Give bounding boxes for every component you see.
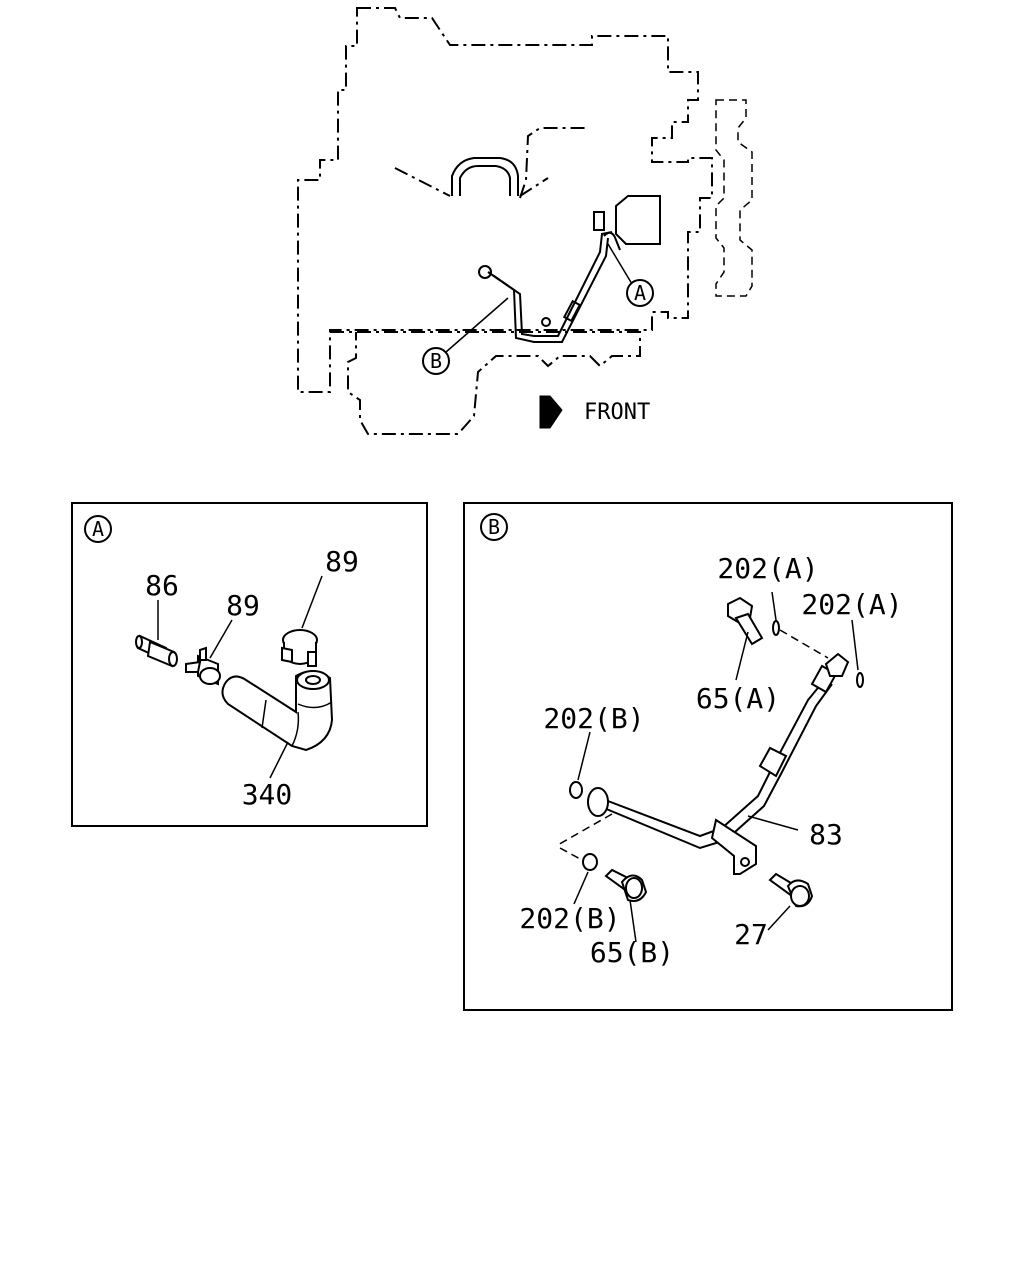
label-65a: 65(A) <box>696 682 780 715</box>
leader-202b-top <box>577 731 591 781</box>
intake-detail <box>394 167 451 197</box>
part-65b-eye-bolt <box>604 868 648 902</box>
callout-b-leader <box>445 297 509 353</box>
label-86: 86 <box>145 569 179 602</box>
overview-pipe-eye <box>478 265 492 279</box>
leader-202a-right <box>851 619 859 671</box>
label-65b: 65(B) <box>590 936 674 969</box>
overview-sleeve <box>562 299 582 323</box>
intake-detail-right <box>519 177 549 197</box>
part-89-clip-left <box>185 646 221 686</box>
overview-pipe <box>493 231 613 337</box>
callout-a-circle <box>626 279 654 307</box>
overview-clip <box>541 317 551 327</box>
rocker-cover <box>451 157 519 196</box>
oil-pan-outline <box>330 331 641 435</box>
cylinder-head-detail <box>519 127 585 199</box>
part-202b-washer-bottom <box>582 853 598 871</box>
leader-89-right <box>301 575 323 629</box>
part-27-bolt <box>768 872 814 908</box>
leader-202b-bottom <box>573 871 589 905</box>
detail-a-header-circle <box>84 515 112 543</box>
part-202a-washer-right <box>856 672 864 688</box>
label-202a-top: 202(A) <box>717 552 818 585</box>
part-202a-washer-top <box>772 620 780 636</box>
label-89-left: 89 <box>226 589 260 622</box>
part-65a-eye-bolt <box>727 596 764 646</box>
leader-83 <box>747 815 799 831</box>
engine-overview: A B FRONT <box>297 7 753 435</box>
washer-b-dash-2 <box>559 847 583 861</box>
bracket-block <box>615 195 661 245</box>
front-arrow-icon <box>539 395 563 429</box>
label-202a-right: 202(A) <box>801 588 902 621</box>
label-340: 340 <box>242 778 293 811</box>
washer-b-dash <box>555 813 613 847</box>
part-202b-washer-top <box>569 781 583 799</box>
detail-b-panel: B 83 65(A) 202(A) <box>463 502 953 1011</box>
detail-a-panel: A 86 89 89 <box>71 502 428 827</box>
label-202b-top: 202(B) <box>543 702 644 735</box>
leader-340 <box>269 741 289 779</box>
leader-65b <box>629 899 637 943</box>
overview-hose <box>603 231 621 251</box>
label-89-right: 89 <box>325 545 359 578</box>
leader-202a-top <box>771 591 777 621</box>
detail-b-header-circle <box>480 513 508 541</box>
callout-a-leader <box>607 243 633 285</box>
overview-pipe-2 <box>487 237 609 343</box>
part-340-elbow-hose <box>221 670 334 752</box>
detail-a-frame <box>71 502 428 827</box>
detail-a-header-text: A <box>92 517 104 541</box>
rocker-cover-inner <box>459 165 511 196</box>
label-202b-bottom: 202(B) <box>519 902 620 935</box>
label-27: 27 <box>734 918 768 951</box>
callout-a-text: A <box>634 281 646 305</box>
label-83: 83 <box>809 818 843 851</box>
front-label: FRONT <box>584 400 650 425</box>
engine-block-outline <box>297 7 713 393</box>
part-89-clip-right <box>281 629 318 667</box>
washer-a-dash <box>779 629 829 659</box>
detail-b-frame <box>463 502 953 1011</box>
leader-65a <box>735 631 749 681</box>
fan-outline <box>715 99 753 297</box>
leader-27 <box>767 905 791 931</box>
callout-b-text: B <box>430 349 442 373</box>
bracket-small <box>593 211 605 231</box>
part-86-nipple <box>135 634 178 668</box>
part-83-oil-pipe <box>587 652 850 875</box>
detail-b-header-text: B <box>488 515 500 539</box>
callout-b-circle <box>422 347 450 375</box>
leader-89-left <box>209 619 233 659</box>
